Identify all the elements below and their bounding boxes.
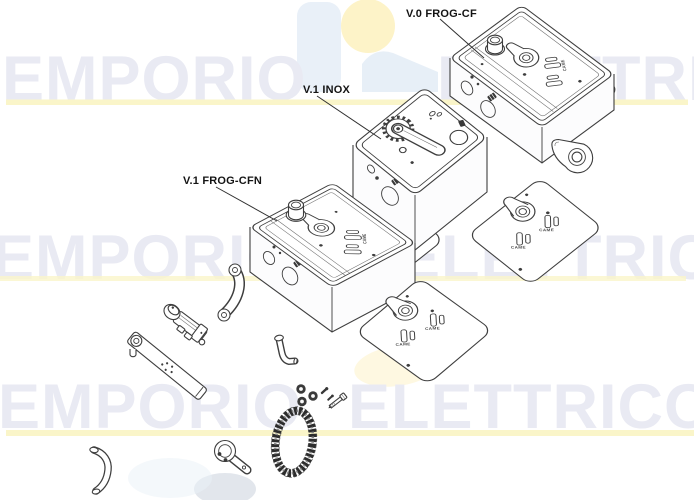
screw-head bbox=[398, 146, 407, 154]
cover-plate-center: CAME CAME bbox=[359, 281, 489, 382]
leader-line-v0 bbox=[439, 18, 485, 59]
spring-clip bbox=[458, 119, 466, 127]
label-v0-frog-cf: V.0 FROG-CF bbox=[406, 8, 477, 20]
came-slots bbox=[545, 74, 563, 87]
knockout-hole bbox=[480, 100, 496, 118]
ring-nuts bbox=[296, 384, 318, 407]
svg-text:CAME: CAME bbox=[539, 228, 554, 233]
release-lever bbox=[390, 122, 446, 156]
release-wrench bbox=[213, 439, 252, 475]
leader-line-v1-cfn bbox=[215, 186, 278, 222]
elbow-fitting bbox=[89, 446, 112, 495]
label-v1-inox: V.1 INOX bbox=[303, 84, 351, 96]
came-slots: CAME bbox=[539, 214, 559, 233]
came-slots: CAME bbox=[343, 229, 368, 244]
label-v1-frog-cfn: V.1 FROG-CFN bbox=[183, 175, 262, 187]
drive-chain bbox=[270, 406, 318, 478]
came-slots bbox=[343, 244, 362, 255]
knockout-hole bbox=[262, 251, 276, 265]
release-crank bbox=[274, 334, 299, 366]
cable-gland-cylinder bbox=[484, 34, 506, 56]
knockout-hole bbox=[281, 266, 299, 286]
svg-text:CAME: CAME bbox=[395, 342, 410, 347]
hill-icon bbox=[362, 51, 438, 92]
frogcfn-box: CAME bbox=[249, 184, 416, 333]
hill-icon bbox=[297, 2, 341, 92]
came-slots: CAME bbox=[544, 56, 568, 71]
came-slots: CAME bbox=[395, 329, 416, 347]
frogcf-box: CAME bbox=[449, 6, 615, 164]
leader-line-v1-inox bbox=[316, 95, 382, 140]
watermark-underline bbox=[6, 99, 688, 105]
bolt bbox=[328, 392, 348, 409]
svg-text:CAME: CAME bbox=[559, 59, 567, 71]
lever-support-bracket bbox=[551, 138, 594, 174]
bearing-boss bbox=[505, 42, 540, 68]
sun-icon bbox=[341, 0, 395, 53]
hill-blob-icon bbox=[128, 458, 212, 498]
svg-text:CAME: CAME bbox=[425, 326, 440, 331]
slide-lever-assembly bbox=[163, 303, 208, 346]
watermark-text: EMPORIO bbox=[0, 223, 297, 293]
came-slots: CAME bbox=[425, 313, 445, 331]
mounting-bar bbox=[127, 331, 207, 400]
watermark-underline bbox=[6, 430, 694, 436]
box-rim bbox=[355, 89, 485, 194]
svg-text:CAME: CAME bbox=[361, 234, 368, 244]
screws bbox=[320, 387, 334, 401]
curved-arm bbox=[217, 263, 245, 322]
came-slots: CAME bbox=[511, 232, 531, 250]
bar-peg bbox=[129, 349, 137, 358]
cover-plate-right: CAME CAME bbox=[471, 181, 599, 282]
knockout-hole bbox=[381, 186, 399, 206]
svg-text:CAME: CAME bbox=[511, 245, 526, 250]
lid-emboss-teardrop bbox=[503, 196, 536, 222]
knockout-hole bbox=[460, 80, 474, 96]
lid-emboss-teardrop bbox=[385, 296, 419, 321]
knockout-hole bbox=[449, 129, 469, 146]
retaining-clip bbox=[487, 92, 497, 102]
cable-gland-cylinder bbox=[285, 199, 307, 222]
